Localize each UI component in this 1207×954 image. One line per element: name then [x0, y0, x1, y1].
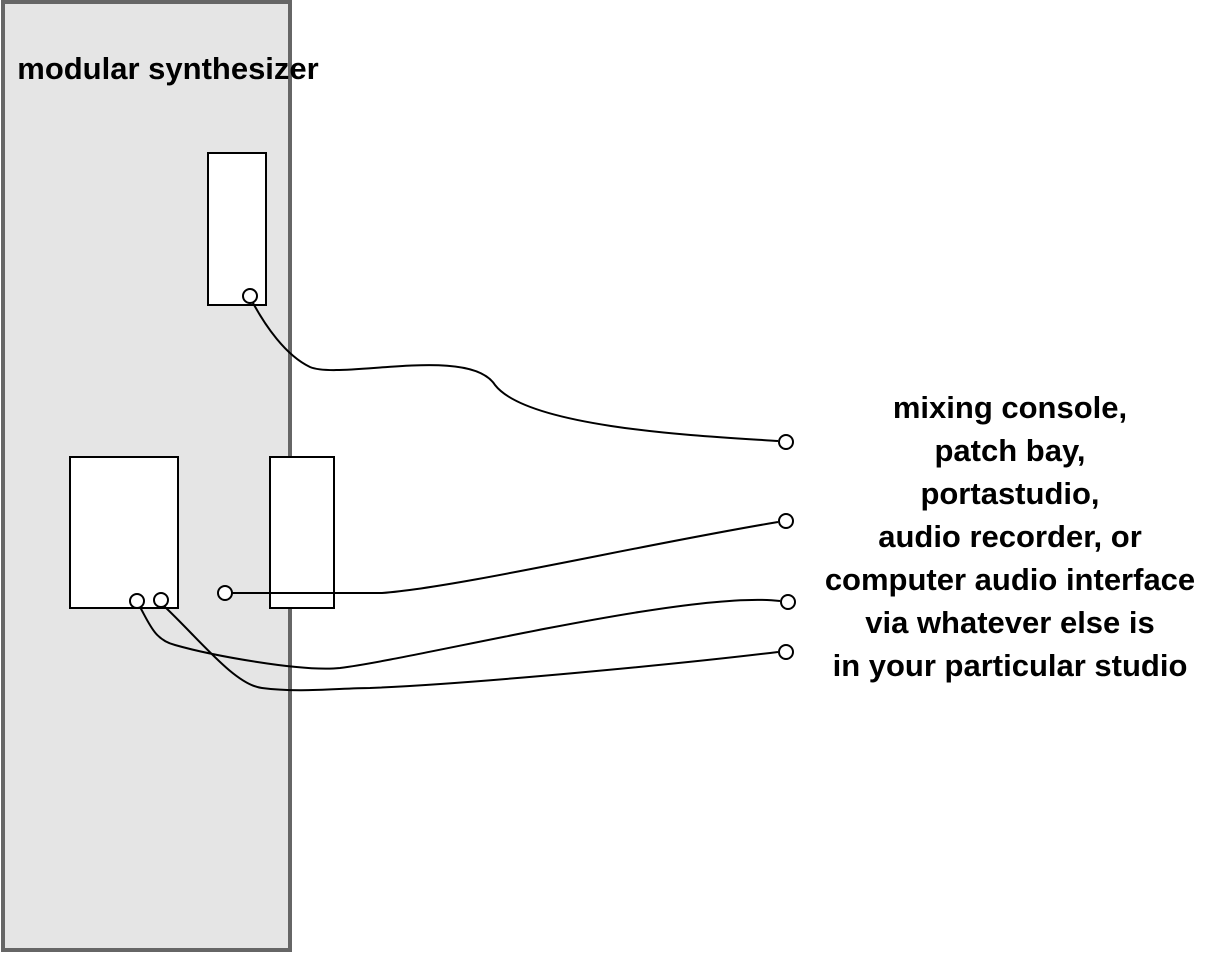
jack-module-left-b[interactable]: [153, 592, 169, 608]
jack-module-top[interactable]: [242, 288, 258, 304]
module-left: [69, 456, 179, 609]
destination-line: audio recorder, or: [878, 519, 1142, 554]
destination-label: mixing console, patch bay, portastudio, …: [825, 390, 1195, 683]
destination-line: in your particular studio: [833, 648, 1188, 683]
cable-3: [139, 598, 781, 670]
synth-title: modular synthesizer: [17, 51, 318, 86]
output-jack-1[interactable]: [778, 434, 794, 450]
output-jack-2[interactable]: [778, 513, 794, 529]
module-right: [269, 456, 335, 609]
destination-line: portastudio,: [920, 476, 1099, 511]
cable-4: [163, 605, 779, 692]
output-jack-4[interactable]: [778, 644, 794, 660]
cable-1: [252, 302, 779, 442]
jack-module-right[interactable]: [217, 585, 233, 601]
destination-line: via whatever else is: [865, 605, 1155, 640]
jack-module-left-a[interactable]: [129, 593, 145, 609]
destination-line: computer audio interface: [825, 562, 1195, 597]
output-jack-3[interactable]: [780, 594, 796, 610]
module-top: [207, 152, 267, 306]
cable-2: [231, 521, 779, 594]
destination-line: mixing console,: [893, 390, 1127, 425]
destination-line: patch bay,: [934, 433, 1085, 468]
